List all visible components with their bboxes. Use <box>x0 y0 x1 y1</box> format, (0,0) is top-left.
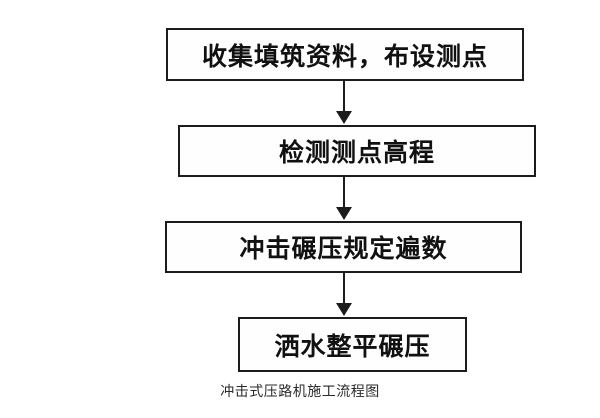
arrow-head <box>336 207 352 220</box>
flow-step-check-elevation: 检测测点高程 <box>178 125 536 177</box>
down-arrow-icon <box>336 81 352 124</box>
flow-step-label: 检测测点高程 <box>278 139 435 167</box>
flow-step-collect-data: 收集填筑资料，布设测点 <box>166 28 524 81</box>
down-arrow-icon <box>336 273 352 316</box>
down-arrow-icon <box>336 177 352 220</box>
flow-step-impact-rolling: 冲击碾压规定遍数 <box>165 221 522 273</box>
diagram-caption: 冲击式压路机施工流程图 <box>220 383 380 399</box>
flow-step-label: 洒水整平碾压 <box>274 332 431 361</box>
arrow-shaft <box>343 273 345 303</box>
arrow-head <box>336 111 352 124</box>
flow-step-label: 冲击碾压规定遍数 <box>239 235 448 263</box>
flow-step-label: 收集填筑资料，布设测点 <box>201 42 488 71</box>
arrow-head <box>336 303 352 316</box>
arrow-shaft <box>343 81 345 111</box>
flow-step-water-leveling: 洒水整平碾压 <box>238 317 467 372</box>
arrow-shaft <box>343 177 345 207</box>
